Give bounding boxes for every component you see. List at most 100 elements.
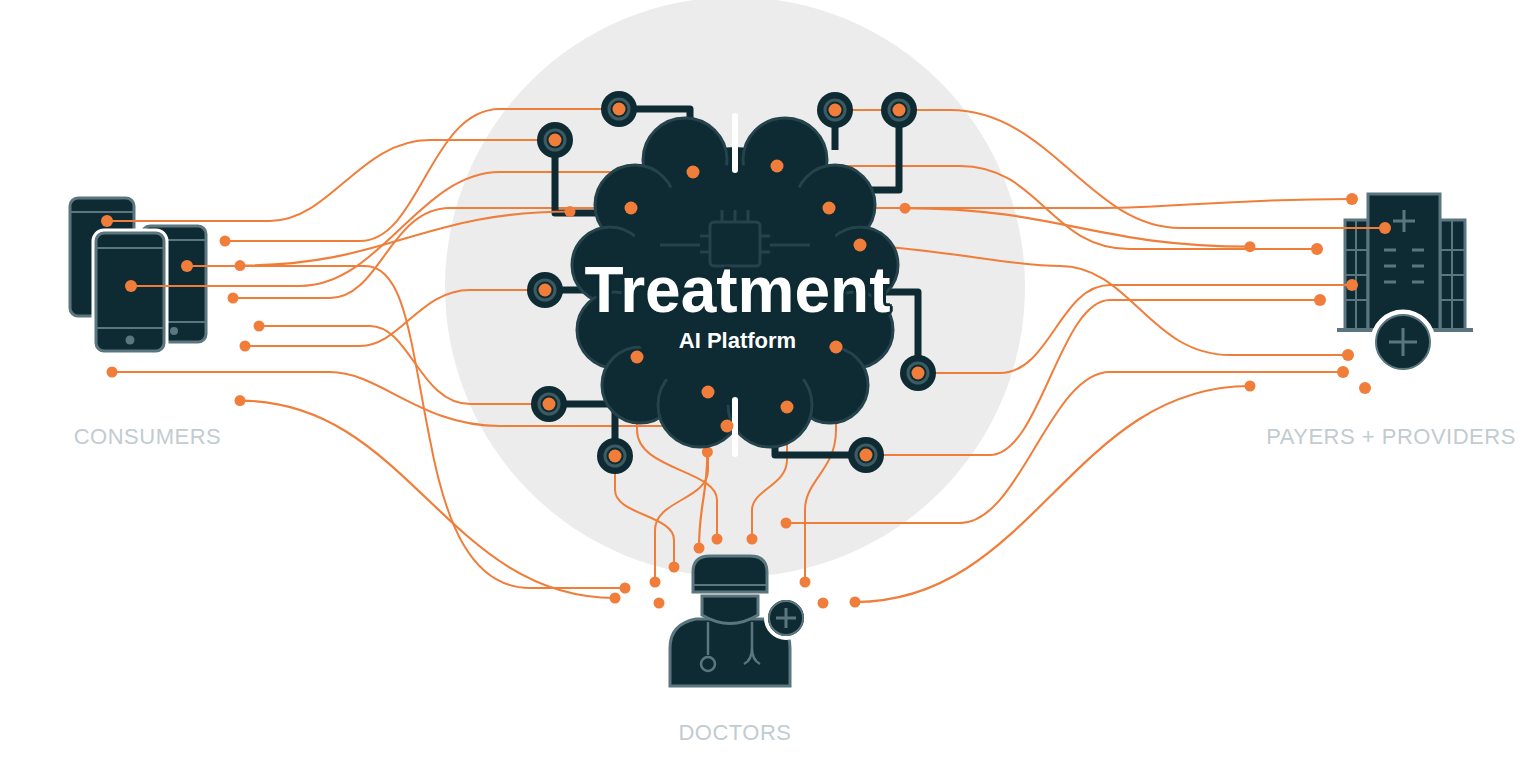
connector-dot [694, 543, 705, 554]
circuit-node [527, 272, 563, 308]
circuit-node [908, 363, 928, 383]
brain-shape [631, 351, 644, 364]
hospital-icon [1345, 220, 1368, 330]
connector-line [855, 386, 1250, 602]
hospital-icon [1373, 312, 1433, 372]
phones-icon [131, 285, 208, 287]
circuit-node [545, 130, 565, 150]
circuit-node [537, 122, 573, 158]
brain-shape [732, 116, 738, 170]
doctor-icon [693, 556, 767, 592]
doctor-icon [800, 577, 811, 588]
connector-dot [850, 597, 861, 608]
phones-icon [96, 233, 164, 351]
platform-title: Treatment [585, 258, 891, 322]
doctor-icon [693, 584, 767, 586]
connector-wire [850, 381, 1256, 608]
doctor-icon [620, 562, 829, 609]
connector-wire [235, 395, 621, 603]
hospital-icon [1346, 193, 1358, 205]
brain-shape [830, 341, 843, 354]
circuit-node [537, 122, 573, 158]
circuit-node [889, 100, 909, 120]
group-label: CONSUMERS [74, 424, 222, 450]
phones-icon [70, 198, 208, 351]
doctor-icon [766, 598, 806, 638]
hospital-icon [1311, 193, 1391, 394]
doctor-icon [669, 562, 680, 573]
brain-shape [700, 236, 770, 252]
hospital-icon [1311, 193, 1473, 394]
wire-dot [254, 321, 265, 332]
circuit-node [856, 445, 876, 465]
circuit-node [893, 104, 906, 117]
wire-dot [712, 534, 723, 545]
connector-dot [235, 260, 246, 271]
wire-dot [228, 293, 239, 304]
decor-wire [835, 110, 1385, 228]
connector-line [240, 401, 615, 598]
circuit-node [848, 437, 884, 473]
hospital-icon [1346, 279, 1358, 291]
group-label: DOCTORS [678, 720, 791, 746]
doctor-icon [769, 601, 803, 635]
decor-wire [245, 290, 545, 346]
hospital-icon [1338, 228, 1385, 285]
hospital-icon [1345, 220, 1368, 330]
decor-wire [107, 109, 1385, 588]
circuit-node [829, 104, 842, 117]
brain-shape [572, 116, 898, 454]
doctor-icon [650, 577, 661, 588]
hospital-icon [1389, 328, 1417, 356]
hospital-icon [1338, 227, 1385, 229]
circuit-node [549, 134, 562, 147]
doctor-icon [707, 622, 710, 655]
hospital-icon [1379, 222, 1391, 234]
decor-wire [259, 326, 549, 404]
hospital-icon [1440, 220, 1465, 330]
doctor-icon [702, 596, 758, 624]
circuit-node [817, 92, 853, 128]
decor-wire [918, 285, 1352, 373]
brain-shape [854, 239, 867, 252]
brain-shape [722, 210, 748, 222]
circuit-node [605, 446, 625, 466]
circuit-node [881, 92, 917, 128]
connector-dot [1245, 241, 1256, 252]
group-label: PAYERS + PROVIDERS [1266, 424, 1516, 450]
circuit-node [597, 438, 633, 474]
payers-group-art [1250, 185, 1532, 453]
brain-shape [781, 401, 794, 414]
circuit-node [613, 103, 626, 116]
connector-line [240, 212, 570, 266]
connector-dot [235, 395, 246, 406]
brain-shape [771, 160, 784, 173]
circuit-node [900, 355, 936, 391]
circuit-node [817, 92, 853, 128]
circuit-node [601, 91, 637, 127]
hospital-icon [1384, 250, 1424, 282]
consumers-group: CONSUMERS [55, 190, 240, 460]
circuit-node [539, 284, 552, 297]
doctors-group-art [615, 548, 855, 748]
connector-wire [235, 206, 576, 271]
hospital-icon [1440, 220, 1465, 330]
hospital-icon [1342, 349, 1354, 361]
decor-wire [866, 300, 1320, 455]
phones-icon [101, 215, 193, 292]
circuit-node [535, 280, 555, 300]
consumers-group-art [55, 190, 240, 460]
circuit-node [597, 438, 633, 474]
connector-dot [1245, 381, 1256, 392]
doctor-icon [744, 622, 760, 664]
brain-shape [625, 202, 638, 215]
brain-shape [660, 244, 810, 247]
phones-icon [126, 336, 135, 345]
circuit-node [881, 92, 917, 128]
connector-line [905, 208, 1250, 246]
connector-dot [900, 203, 911, 214]
connector-dot [565, 206, 576, 217]
phones-icon [101, 215, 113, 227]
platform-brain: TreatmentAI Platform [570, 118, 905, 452]
